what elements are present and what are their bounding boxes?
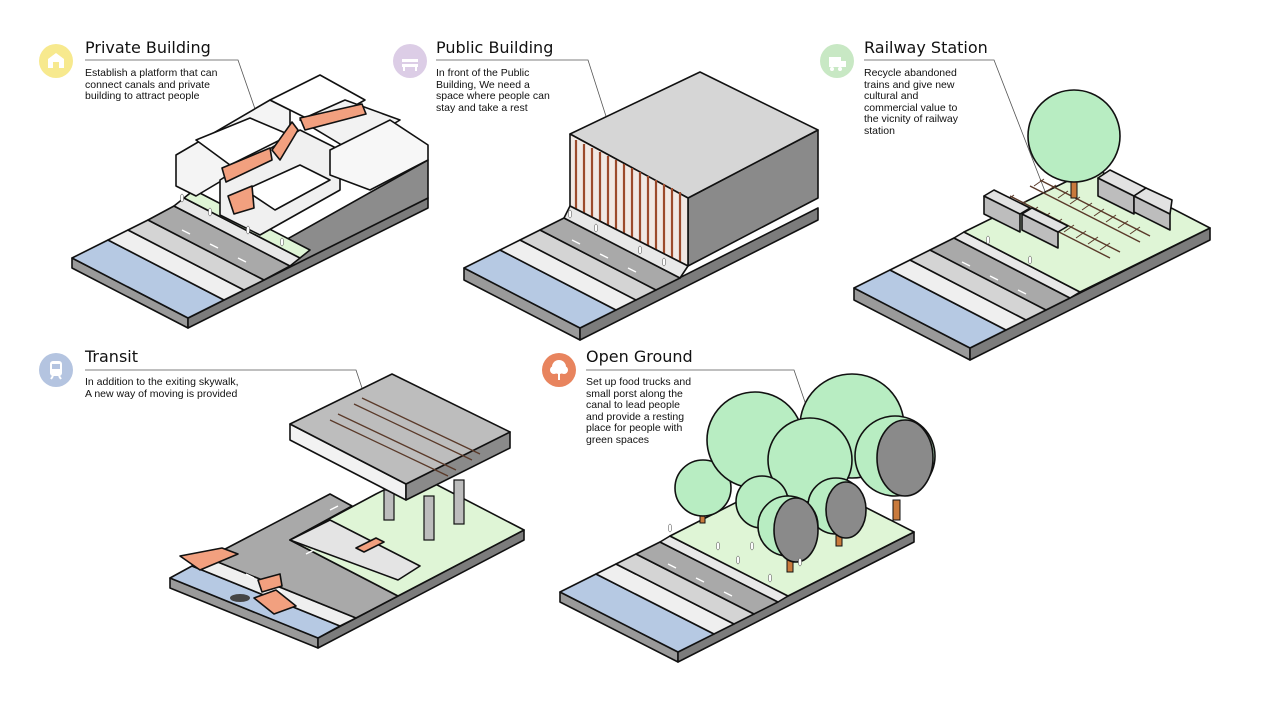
- metro-icon: [39, 353, 73, 387]
- panel-title: Private Building: [85, 38, 211, 57]
- panel-description: In addition to the exiting skywalk, A ne…: [85, 376, 239, 400]
- trees: [674, 373, 936, 573]
- private-building-diagram: [71, 74, 429, 329]
- public-building-diagram: [463, 71, 819, 341]
- open-ground-diagram: [559, 373, 936, 663]
- tree-icon: [542, 353, 576, 387]
- panel-title: Open Ground: [586, 347, 693, 366]
- bench-icon: [393, 44, 427, 78]
- panel-title: Public Building: [436, 38, 554, 57]
- house-icon: [39, 44, 73, 78]
- panel-title: Railway Station: [864, 38, 988, 57]
- panel-title: Transit: [85, 347, 138, 366]
- panel-description: Recycle abandoned trains and give new cu…: [864, 67, 958, 137]
- panel-description: Set up food trucks and small porst along…: [586, 376, 692, 446]
- transit-diagram: [169, 373, 525, 649]
- panel-description: In front of the Public Building, We need…: [436, 67, 550, 114]
- train-icon: [820, 44, 854, 78]
- panel-description: Establish a platform that can connect ca…: [85, 67, 218, 102]
- railway-station-diagram: [853, 89, 1211, 361]
